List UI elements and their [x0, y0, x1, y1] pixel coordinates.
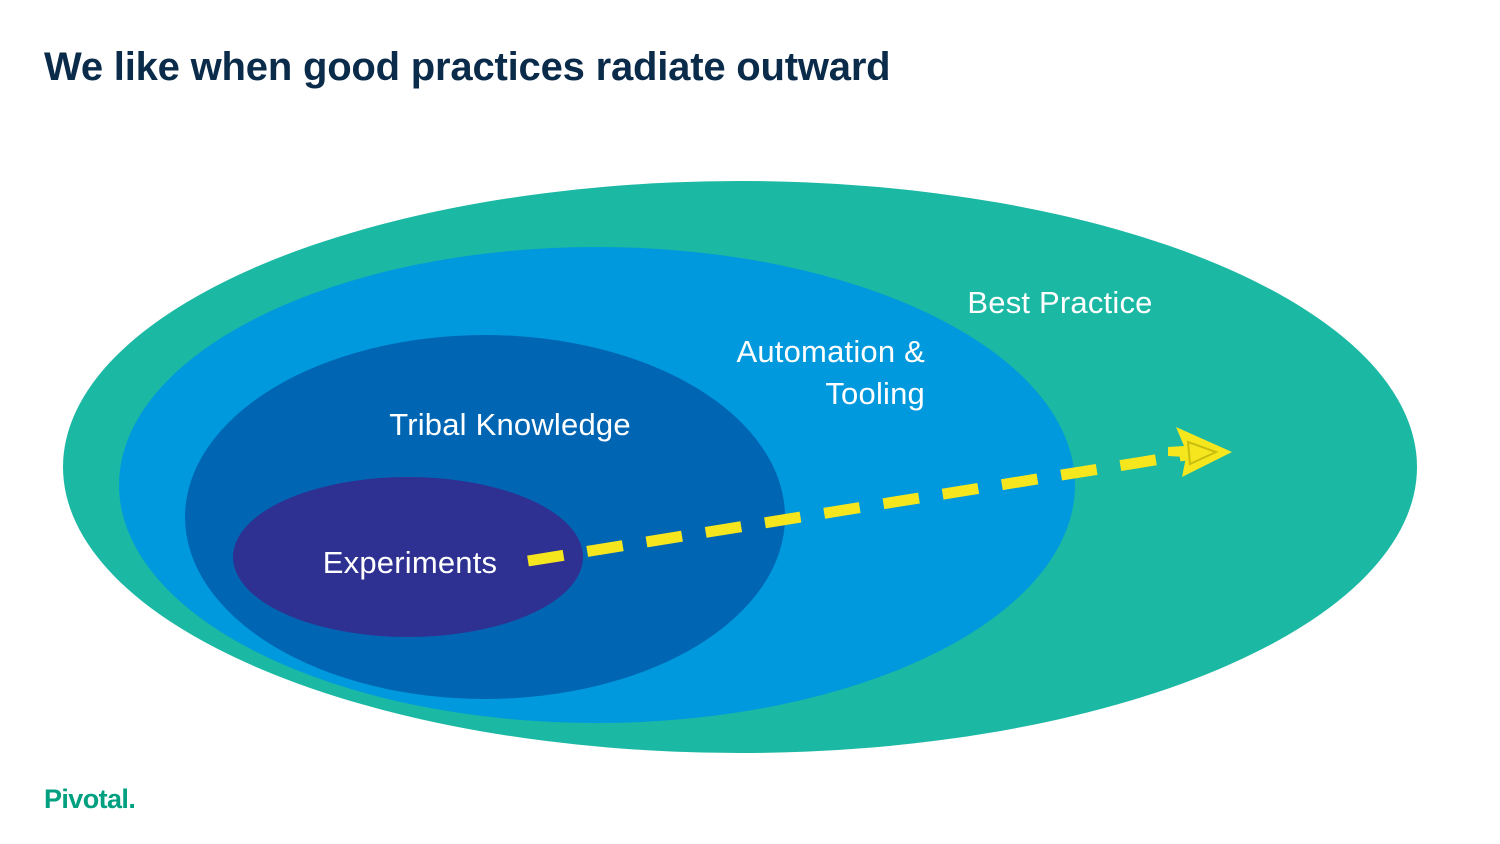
radiate-arrow-shaft	[527, 449, 1187, 567]
pivotal-logo-dot: .	[128, 784, 136, 814]
ring-experiments	[233, 477, 583, 637]
page-title: We like when good practices radiate outw…	[44, 45, 891, 89]
pivotal-logo-wordmark: Pivotal	[44, 784, 129, 814]
radiate-arrow-head	[1168, 427, 1232, 477]
pivotal-logo: Pivotal.	[44, 784, 136, 814]
